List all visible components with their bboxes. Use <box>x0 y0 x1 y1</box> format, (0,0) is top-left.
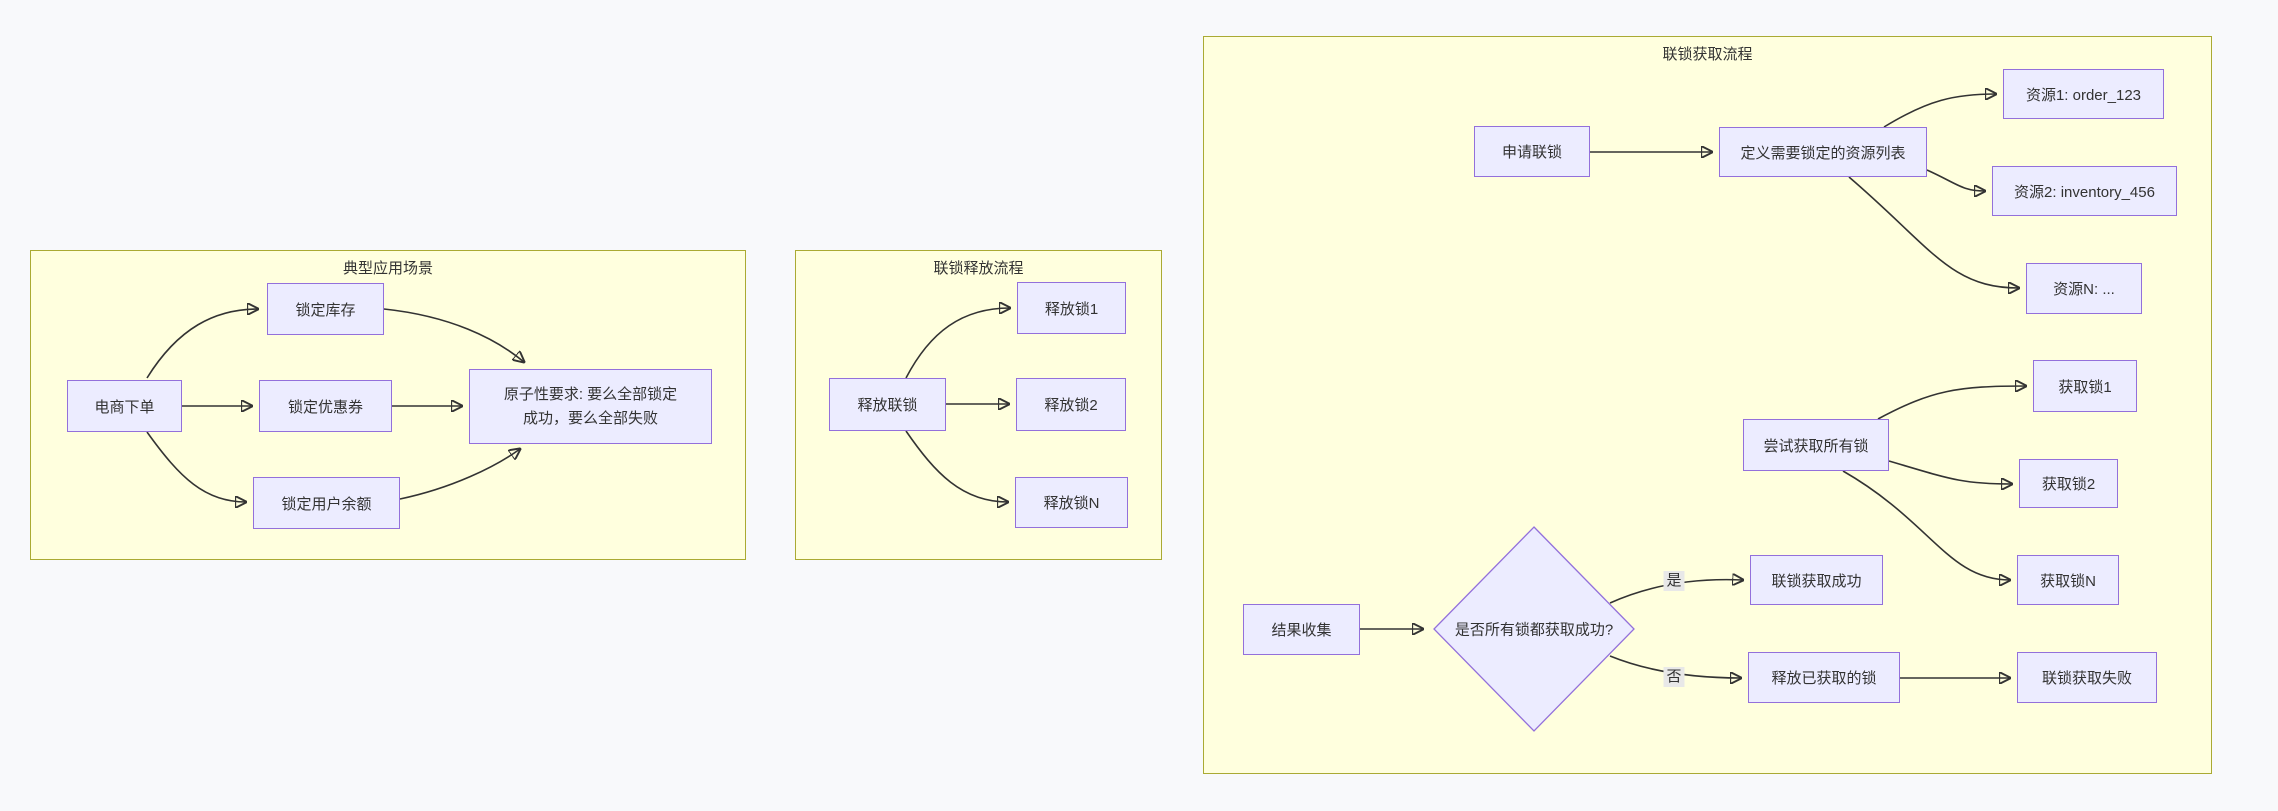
node-lock-inventory: 锁定库存 <box>267 283 384 335</box>
node-acquire-failed: 联锁获取失败 <box>2017 652 2157 703</box>
node-acquire-lockN: 获取锁N <box>2017 555 2119 605</box>
node-decision-all-locks-acquired: 是否所有锁都获取成功? <box>1433 526 1635 732</box>
node-acquire-success: 联锁获取成功 <box>1750 555 1883 605</box>
node-atomic-requirement: 原子性要求: 要么全部锁定 成功，要么全部失败 <box>469 369 712 444</box>
node-resourceN: 资源N: ... <box>2026 263 2142 314</box>
node-release-lock1: 释放锁1 <box>1017 282 1126 334</box>
node-lock-balance: 锁定用户余额 <box>253 477 400 529</box>
cluster-title-typical-scenario: 典型应用场景 <box>342 260 433 277</box>
diamond-shape <box>1433 526 1635 732</box>
node-define-resources: 定义需要锁定的资源列表 <box>1719 127 1927 177</box>
node-release-acquired-locks: 释放已获取的锁 <box>1748 652 1900 703</box>
node-resource1: 资源1: order_123 <box>2003 69 2164 119</box>
node-try-acquire-all: 尝试获取所有锁 <box>1743 419 1889 471</box>
node-acquire-lock2: 获取锁2 <box>2019 459 2118 508</box>
node-resource2: 资源2: inventory_456 <box>1992 166 2177 216</box>
node-result-collect: 结果收集 <box>1243 604 1360 655</box>
node-release-lockN: 释放锁N <box>1015 477 1128 528</box>
node-lock-coupon: 锁定优惠券 <box>259 380 392 432</box>
edge-label-yes: 是 <box>1663 571 1685 591</box>
node-apply-interlock: 申请联锁 <box>1474 126 1590 177</box>
node-release-lock2: 释放锁2 <box>1016 378 1126 431</box>
edge-label-no: 否 <box>1663 667 1685 687</box>
decision-label: 是否所有锁都获取成功? <box>1454 621 1614 639</box>
node-acquire-lock1: 获取锁1 <box>2033 360 2137 412</box>
node-release-interlock: 释放联锁 <box>829 378 946 431</box>
cluster-title-release-flow: 联锁释放流程 <box>933 260 1024 277</box>
cluster-title-acquire-flow: 联锁获取流程 <box>1662 46 1753 63</box>
node-order: 电商下单 <box>67 380 182 432</box>
